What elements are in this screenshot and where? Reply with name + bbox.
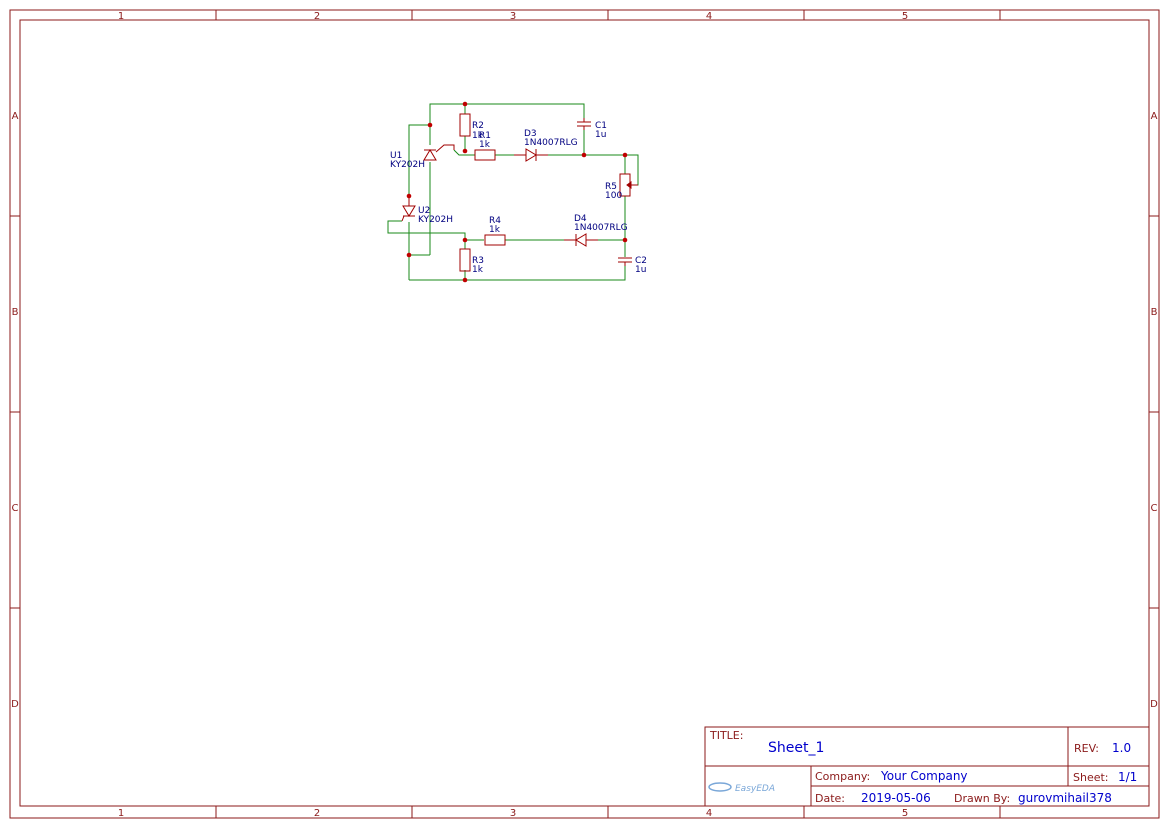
resistor-r4-body[interactable]: [484, 234, 506, 246]
drawn-by-value: gurovmihail378: [1018, 791, 1112, 805]
d4-value: 1N4007RLG: [574, 223, 628, 233]
sheet-label: Sheet:: [1073, 771, 1109, 784]
resistor-r3-body[interactable]: [459, 248, 471, 272]
components: [401, 113, 638, 272]
potentiometer-r5-symbol[interactable]: [619, 173, 638, 197]
r1-ref: R1: [479, 131, 491, 141]
rev-value: 1.0: [1112, 741, 1131, 755]
c2-ref: C2: [635, 256, 647, 266]
capacitor-c2-symbol[interactable]: [618, 257, 632, 266]
sheet-value: 1/1: [1118, 770, 1137, 784]
row-label: C: [1151, 503, 1158, 514]
u2-value: KY202H: [418, 215, 453, 225]
drawn-by-label: Drawn By:: [954, 792, 1010, 805]
title-block: TITLE: Sheet_1 REV: 1.0 Company: Your Co…: [704, 726, 1150, 807]
date-value: 2019-05-06: [861, 791, 931, 805]
column-label: 1: [118, 11, 124, 22]
column-label: 1: [118, 808, 124, 819]
r4-ref: R4: [489, 216, 501, 226]
u2-ref: U2: [418, 206, 430, 216]
row-label: D: [1150, 699, 1158, 710]
diode-d3-symbol[interactable]: [514, 148, 548, 162]
easyeda-logo: EasyEDA: [708, 782, 775, 794]
c1-ref: C1: [595, 121, 607, 131]
row-label: B: [1151, 307, 1158, 318]
cloud-icon: [708, 782, 732, 792]
r3-ref: R3: [472, 256, 484, 266]
r1-value: 1k: [479, 140, 491, 150]
thyristor-u1-symbol[interactable]: [423, 144, 455, 161]
column-label: 3: [510, 11, 516, 22]
capacitor-c1-symbol[interactable]: [577, 118, 591, 130]
frame-column-labels-top: 1 2 3 4 5: [118, 11, 908, 22]
row-label: C: [12, 503, 19, 514]
sheet-frame: [9, 9, 1160, 819]
resistor-r2-body[interactable]: [459, 113, 471, 137]
column-label: 2: [314, 808, 320, 819]
c1-value: 1u: [595, 130, 606, 140]
component-labels: R2 1k R1 1k D3 1N4007RLG C1 1u U1 KY202H…: [390, 121, 647, 275]
d3-value: 1N4007RLG: [524, 138, 578, 148]
resistor-r1-body[interactable]: [474, 149, 496, 161]
logo-text: EasyEDA: [735, 784, 775, 794]
row-label: A: [12, 111, 19, 122]
date-label: Date:: [815, 792, 845, 805]
column-label: 3: [510, 808, 516, 819]
column-label: 4: [706, 808, 712, 819]
r4-value: 1k: [489, 225, 501, 235]
frame-row-labels-left: A B C D: [11, 111, 19, 710]
r5-ref: R5: [605, 182, 617, 192]
rev-label: REV:: [1074, 742, 1099, 755]
d4-ref: D4: [574, 214, 587, 224]
c2-value: 1u: [635, 265, 646, 275]
r5-value: 100: [605, 191, 622, 201]
column-label: 2: [314, 11, 320, 22]
column-label: 5: [902, 808, 908, 819]
r2-ref: R2: [472, 121, 484, 131]
u1-value: KY202H: [390, 160, 425, 170]
thyristor-u2-symbol[interactable]: [401, 196, 416, 222]
r2-value: 1k: [472, 131, 484, 141]
junction-dots: [406, 101, 628, 283]
r3-value: 1k: [472, 265, 484, 275]
frame-column-labels-bottom: 1 2 3 4 5: [118, 808, 908, 819]
column-label: 4: [706, 11, 712, 22]
u1-ref: U1: [390, 151, 402, 161]
row-label: D: [11, 699, 19, 710]
row-label: B: [12, 307, 19, 318]
company-label: Company:: [815, 770, 870, 783]
diode-d4-symbol[interactable]: [564, 233, 598, 247]
column-label: 5: [902, 11, 908, 22]
company-value: Your Company: [880, 769, 968, 783]
d3-ref: D3: [524, 129, 537, 139]
frame-row-labels-right: A B C D: [1150, 111, 1158, 710]
row-label: A: [1151, 111, 1158, 122]
title-label: TITLE:: [709, 729, 743, 742]
sheet-title: Sheet_1: [768, 740, 824, 756]
